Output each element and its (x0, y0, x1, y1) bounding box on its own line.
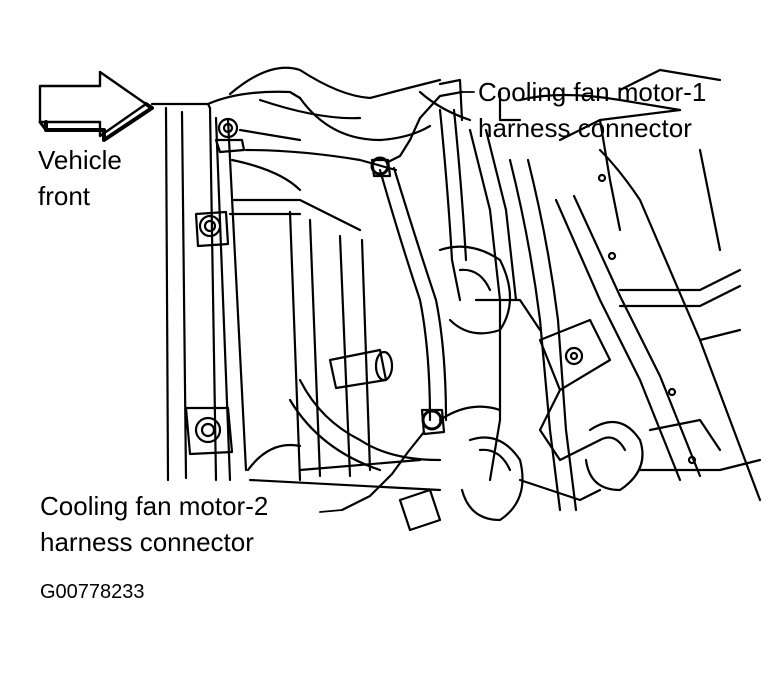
radiator-frame (150, 66, 442, 482)
right-components (468, 68, 762, 512)
motor2-label-line2: harness connector (40, 527, 254, 557)
fan-motor-2-connector (340, 408, 446, 512)
figure-id: G00778233 (40, 581, 145, 603)
vehicle-front-label-line2: front (38, 181, 91, 211)
motor1-label-line1: Cooling fan motor-1 (478, 77, 707, 107)
leader-lines (319, 91, 475, 513)
mounting-bolts (184, 117, 246, 456)
hoses-and-harness (246, 78, 542, 532)
motor1-label-line2: harness connector (478, 113, 692, 143)
motor2-label-line1: Cooling fan motor-2 (40, 491, 269, 521)
right-arrow-icon (38, 70, 154, 142)
vehicle-front-label-line1: Vehicle (38, 145, 122, 175)
fan-motor-1-connector (370, 90, 464, 178)
